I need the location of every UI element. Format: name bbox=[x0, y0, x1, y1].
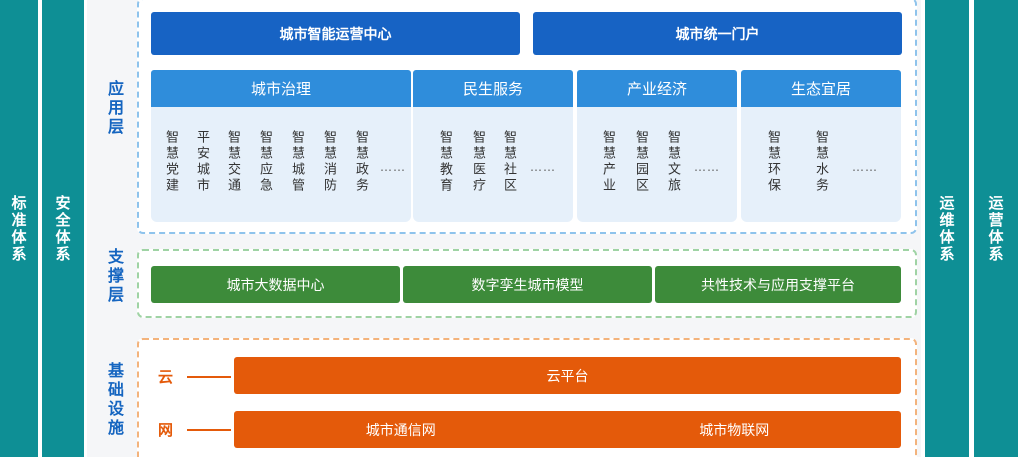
more-indicator: …… bbox=[380, 160, 406, 174]
category-body-governance bbox=[151, 107, 411, 222]
infra-bar-networks: 城市通信网 城市物联网 bbox=[234, 411, 901, 448]
side-column-label: 安全体系 bbox=[53, 194, 72, 263]
app-item: 智慧产业 bbox=[600, 130, 615, 194]
app-item: 平安城市 bbox=[194, 130, 209, 194]
layer-label-infrastructure: 基础设施 bbox=[105, 362, 124, 438]
app-item: 智慧应急 bbox=[257, 130, 272, 194]
app-item: 智慧交通 bbox=[225, 130, 240, 194]
side-column-label: 运营体系 bbox=[986, 194, 1005, 263]
layer-label-support: 支撑层 bbox=[105, 248, 124, 305]
category-body-ecology bbox=[741, 107, 901, 222]
app-item: 智慧文旅 bbox=[665, 130, 680, 194]
app-item: 智慧医疗 bbox=[470, 130, 485, 194]
more-indicator: …… bbox=[852, 160, 878, 174]
side-column-operations: 运营体系 bbox=[974, 0, 1018, 457]
app-bar-unified-portal: 城市统一门户 bbox=[533, 12, 902, 55]
app-item: 智慧教育 bbox=[437, 130, 452, 194]
infra-bar-cloud-platform: 云平台 bbox=[234, 357, 901, 394]
app-item: 智慧水务 bbox=[813, 130, 828, 194]
category-header-industry: 产业经济 bbox=[577, 70, 737, 107]
app-item: 智慧环保 bbox=[765, 130, 780, 194]
infra-connector bbox=[187, 429, 231, 431]
category-header-governance: 城市治理 bbox=[151, 70, 411, 107]
layer-label-application: 应用层 bbox=[105, 80, 124, 137]
infra-connector bbox=[187, 376, 231, 378]
app-item: 智慧消防 bbox=[321, 130, 336, 194]
app-item: 智慧党建 bbox=[163, 130, 178, 194]
more-indicator: …… bbox=[694, 160, 720, 174]
side-column-label: 标准体系 bbox=[9, 194, 28, 263]
app-item: 智慧政务 bbox=[353, 130, 368, 194]
side-column-maintenance: 运维体系 bbox=[925, 0, 969, 457]
category-header-livelihood: 民生服务 bbox=[413, 70, 573, 107]
infra-label-network: 网 bbox=[158, 421, 174, 439]
app-item: 智慧城管 bbox=[289, 130, 304, 194]
category-body-livelihood bbox=[413, 107, 573, 222]
app-bar-operations-center: 城市智能运营中心 bbox=[151, 12, 520, 55]
support-bar-common-platform: 共性技术与应用支撑平台 bbox=[655, 266, 901, 303]
side-column-label: 运维体系 bbox=[937, 194, 956, 263]
support-bar-digital-twin: 数字孪生城市模型 bbox=[403, 266, 652, 303]
more-indicator: …… bbox=[530, 160, 556, 174]
side-column-security: 安全体系 bbox=[42, 0, 84, 457]
side-column-standards: 标准体系 bbox=[0, 0, 38, 457]
infra-network-iot: 城市物联网 bbox=[699, 422, 770, 439]
infra-network-comm: 城市通信网 bbox=[365, 422, 436, 439]
category-body-industry bbox=[577, 107, 737, 222]
app-item: 智慧社区 bbox=[501, 130, 516, 194]
app-item: 智慧园区 bbox=[633, 130, 648, 194]
infra-label-cloud: 云 bbox=[158, 368, 174, 386]
support-bar-big-data-center: 城市大数据中心 bbox=[151, 266, 400, 303]
category-header-ecology: 生态宜居 bbox=[741, 70, 901, 107]
